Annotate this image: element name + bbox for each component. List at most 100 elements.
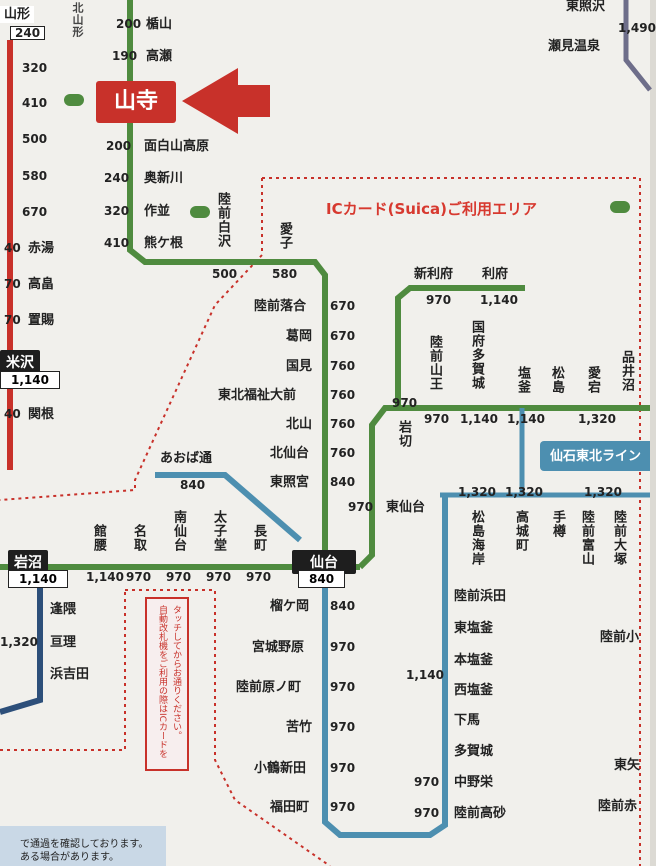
- tohoku-fukushi-station: 東北福祉大前: [218, 388, 297, 403]
- right-edge-station-1: 陸前小: [600, 630, 640, 645]
- minami-sendai-fare: 970: [166, 570, 192, 584]
- rikuzen-otsuka-fare: 1,320: [584, 485, 622, 499]
- takahata-station: 高畠: [28, 277, 55, 292]
- shiogama-station: 塩釜: [515, 366, 530, 394]
- kitayama-station: 北山: [286, 417, 313, 432]
- iwanuma-fare: 1,140: [8, 570, 68, 588]
- left-fare-2: 500: [22, 132, 48, 146]
- ic-area-title: ICカード(Suica)ご利用エリア: [326, 200, 537, 218]
- rikuzen-shirasawa-fare: 500: [212, 267, 238, 281]
- rikuzen-takasago-station: 陸前高砂: [454, 806, 507, 821]
- senseki-main-line: [322, 495, 448, 838]
- rikuzen-hamada-station: 陸前浜田: [454, 589, 507, 604]
- tohoku-north-line: [357, 405, 650, 570]
- watari-fare: 1,320: [0, 635, 38, 649]
- toshogu-fare: 840: [330, 475, 356, 489]
- higashi-shiogama-station: 東塩釜: [454, 621, 494, 636]
- ic-area-border-left: [0, 178, 263, 501]
- okunikkawa-station: 奥新川: [144, 171, 184, 186]
- kuzuoka-fare: 670: [330, 329, 356, 343]
- nagamachi-station: 長町: [251, 524, 266, 552]
- minami-sendai-station: 南仙台: [171, 510, 186, 552]
- nagamachi-fare: 970: [246, 570, 272, 584]
- higashi-sendai-station: 東仙台: [386, 500, 426, 515]
- kunimi-station: 国見: [286, 359, 313, 374]
- tagajo-station: 多賀城: [454, 744, 494, 759]
- senseki-tohoku-line-label: 仙石東北ライン: [540, 441, 650, 471]
- kokufu-tagajo-station: 国府多賀城: [469, 320, 484, 390]
- left-fare-0: 320: [22, 61, 48, 75]
- hamayoshida-station: 浜吉田: [50, 667, 90, 682]
- ic-area-border-bottom: [125, 589, 331, 866]
- bottom-note: で通過を確認しております。 ある場合があります。: [0, 826, 166, 866]
- notice-line-2: タッチしてからお通りください。: [171, 605, 181, 740]
- akayu-fare: 40: [4, 241, 21, 255]
- tateyama-station: 楯山: [146, 17, 173, 32]
- left-fare-1: 410: [22, 96, 48, 110]
- rikuzen-otsuka-station: 陸前大塚: [611, 510, 626, 566]
- top-right-station-2: 瀬見温泉: [548, 39, 601, 54]
- kita-sendai-fare: 760: [330, 446, 356, 460]
- kokufu-tagajo-fare: 1,140: [460, 412, 498, 426]
- natori-station: 名取: [131, 524, 146, 552]
- aobadori-fare: 840: [180, 478, 206, 492]
- rikuzen-haranomachi-station: 陸前原ノ町: [236, 680, 302, 695]
- left-top-fare: 240: [10, 26, 46, 40]
- toshogu-station: 東照宮: [270, 475, 310, 490]
- iwakiri-fare: 970: [392, 396, 418, 410]
- takahata-fare: 70: [4, 277, 21, 291]
- nigatake-fare: 970: [330, 720, 356, 734]
- sekine-fare: 40: [4, 407, 21, 421]
- takase-station: 高瀬: [146, 49, 173, 64]
- notice-sign: 自動改札機をご利用の際はICカードを タッチしてからお通りください。: [145, 597, 189, 771]
- rifu-branch: [395, 285, 525, 408]
- takagimachi-fare: 1,320: [505, 485, 543, 499]
- right-edge-station-2: 陸前赤: [598, 799, 638, 814]
- shin-rifu-fare: 970: [426, 293, 452, 307]
- nishi-shiogama-station: 西塩釜: [454, 683, 494, 698]
- miyaginohara-station: 宮城野原: [252, 640, 305, 655]
- senzan-line: [127, 0, 328, 560]
- bottom-note-line-2: ある場合があります。: [20, 852, 119, 863]
- omoshiroyama-station: 面白山高原: [144, 139, 210, 154]
- senseki-tohoku-line-text: 仙石東北ライン: [550, 449, 642, 464]
- shiogama-fare: 1,140: [507, 412, 545, 426]
- rikuzen-sanno-fare: 970: [424, 412, 450, 426]
- bottom-note-line-1: で通過を確認しております。: [20, 839, 149, 850]
- nishi-shiogama-fare: 1,140: [406, 668, 444, 682]
- rikuzen-haranomachi-fare: 970: [330, 680, 356, 694]
- yonezawa-station: 米沢: [0, 350, 40, 374]
- rikuzen-ochiai-station: 陸前落合: [254, 299, 307, 314]
- akayu-station: 赤湯: [28, 241, 55, 256]
- takagimachi-station: 高城町: [513, 510, 528, 552]
- watari-station: 亘理: [50, 635, 77, 650]
- matsushima-kaigan-fare: 1,320: [458, 485, 496, 499]
- tsutsujigaoka-fare: 840: [330, 599, 356, 613]
- top-right-fare: 1,490: [618, 21, 656, 35]
- tategoshi-fare: 1,140: [86, 570, 124, 584]
- rifu-station: 利府: [482, 267, 509, 282]
- shin-rifu-station: 新利府: [414, 267, 454, 282]
- okunikkawa-fare: 240: [104, 171, 130, 185]
- taishido-fare: 970: [206, 570, 232, 584]
- miyaginohara-fare: 970: [330, 640, 356, 654]
- left-fare-3: 580: [22, 169, 48, 183]
- geba-station: 下馬: [454, 713, 481, 728]
- nakanosakae-fare: 970: [414, 775, 440, 789]
- atago-fare: 1,320: [578, 412, 616, 426]
- aobadori-station: あおば通: [160, 451, 213, 466]
- higashi-sendai-fare: 970: [348, 500, 374, 514]
- rikuzen-tomiyama-station: 陸前富山: [579, 510, 594, 566]
- joban-line: [0, 575, 43, 715]
- fukudamachi-station: 福田町: [270, 800, 310, 815]
- left-top-label: 山形: [0, 6, 35, 23]
- kita-yamagata-label: 北山形: [71, 2, 84, 38]
- fukudamachi-fare: 970: [330, 800, 356, 814]
- rikuzen-ochiai-fare: 670: [330, 299, 356, 313]
- matsushima-station: 松島: [549, 366, 564, 394]
- sekine-station: 関根: [28, 407, 55, 422]
- ic-badge-sakunami: [190, 206, 210, 218]
- rikuzen-sanno-station: 陸前山王: [427, 335, 442, 391]
- senseki-line-aoba: [155, 472, 302, 543]
